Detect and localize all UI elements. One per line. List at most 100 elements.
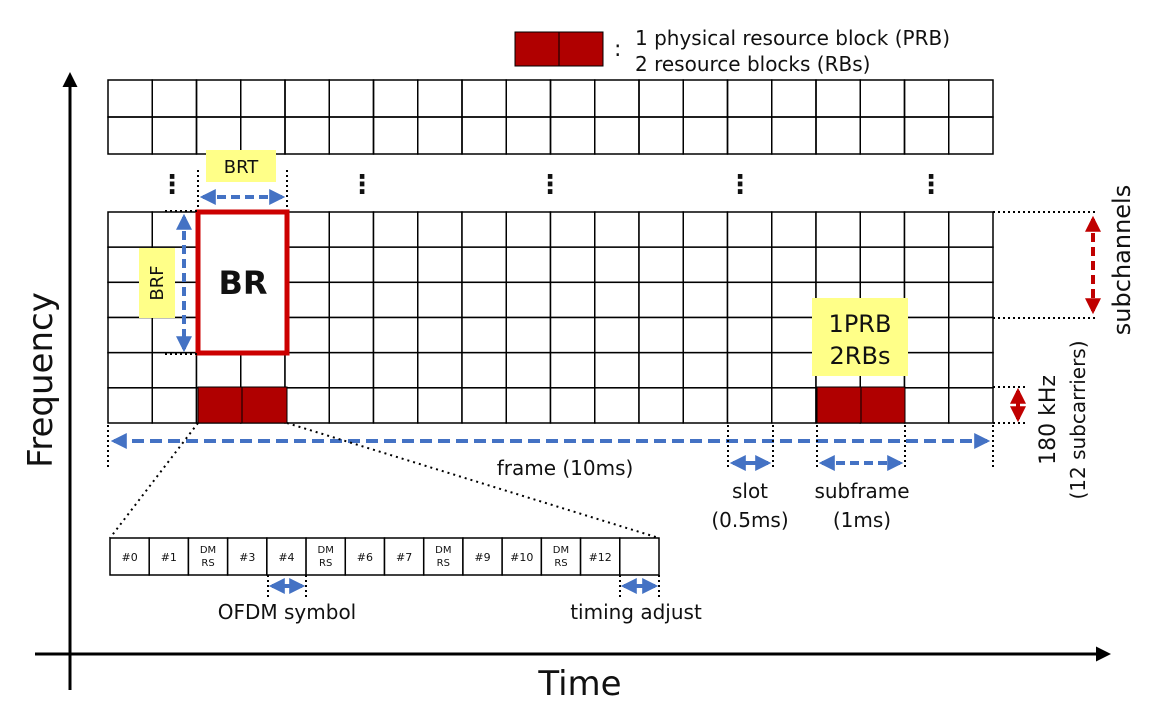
ofdm-symbol-cell [305,537,347,576]
main-grid-cell [284,211,330,248]
legend-colon: : [614,37,621,62]
khz-label: 180 kHz [1036,375,1061,465]
main-grid-cell [726,246,773,284]
main-grid-cell [505,281,552,319]
ofdm-symbol-label: #1 [161,551,177,564]
main-grid-cell [726,387,773,424]
main-grid-cell [594,387,640,424]
main-grid-cell [417,351,463,389]
top-grid-cell [638,116,684,155]
top-grid-cell [549,79,596,118]
main-grid-cell [682,316,729,354]
main-grid-cell [549,316,596,354]
ofdm-symbol-label: #10 [510,551,533,564]
top-grid-cell [726,116,773,155]
ofdm-symbol-label: #7 [396,551,412,564]
prb-callout: 1PRB 2RBs [812,298,908,376]
brf-highlight [139,248,175,318]
main-grid-cell [417,211,463,248]
top-grid-cell [726,79,773,118]
main-grid-cell [461,387,507,424]
main-grid-cell [726,211,773,248]
main-grid-cell [505,246,552,284]
main-grid-cell [948,211,994,248]
main-grid-cell [638,351,684,389]
main-grid-cell [726,316,773,354]
main-grid-cell [682,246,729,284]
top-grid-cell [240,79,286,118]
prb-block-1-left [197,386,243,424]
main-grid-cell [328,316,375,354]
main-grid-cell [107,211,153,248]
main-grid-cell [505,316,552,354]
main-grid-cell [549,387,596,424]
main-grid-cell [594,246,640,284]
top-grid-cell [372,79,419,118]
brf-annotation: BRF [139,210,198,355]
x-axis-label: Time [537,664,621,704]
main-grid-cell [815,246,861,284]
prb-callout-line-1: 1PRB [829,310,892,338]
main-grid-cell [948,281,994,319]
ofdm-symbol-label: DM [318,545,334,556]
main-grid-cell [903,316,950,354]
top-grid-cell [195,79,242,118]
top-grid-cell [859,116,906,155]
main-grid-cell [372,316,419,354]
top-grid-cell [151,116,198,155]
subchannels-label: subchannels [1108,185,1136,335]
top-grid-cell [903,79,950,118]
top-grid-cell [594,116,640,155]
main-grid-cell [903,351,950,389]
main-grid-cell [284,351,330,389]
main-grid-cell [151,351,198,389]
main-grid-cell [328,387,375,424]
main-grid-cell [771,316,817,354]
main-grid-cell [284,387,330,424]
main-grid-cell [948,316,994,354]
main-grid-cell [328,351,375,389]
subframe-label-1: subframe [814,479,909,503]
zoom-line-right [286,422,660,539]
main-grid-cell [594,351,640,389]
main-grid-cell [505,387,552,424]
main-grid-cell [771,211,817,248]
top-grid-cell [815,79,861,118]
main-grid-cell [594,281,640,319]
main-grid-cell [682,211,729,248]
main-grid-cell [682,387,729,424]
main-grid-cell [948,246,994,284]
main-grid-cell [549,246,596,284]
timing-annotation: timing adjust [570,575,702,624]
top-grid-cell [771,116,817,155]
top-grid-cell [195,116,242,155]
top-grid-cell [903,116,950,155]
top-grid-cell [638,79,684,118]
top-grid-cell [505,116,552,155]
top-grid-cell [682,79,729,118]
top-grid-cell [107,116,153,155]
subcarriers-label: (12 subcarriers) [1066,340,1090,499]
main-grid-cell [284,316,330,354]
main-grid-cell [505,211,552,248]
top-grid-cell [948,79,994,118]
main-grid-cell [638,246,684,284]
ofdm-symbol-label: DM [553,545,569,556]
axes: Frequency Time [21,72,1111,704]
main-grid-cell [328,211,375,248]
subframe-annotation: subframe (1ms) [814,425,910,532]
main-grid-cell [815,211,861,248]
top-grid-cell [417,79,463,118]
main-grid-cell [771,281,817,319]
ofdm-symbol-label: #3 [239,551,255,564]
prb-block-2-left [816,386,862,424]
main-grid-cell [505,351,552,389]
top-grid-cell [549,116,596,155]
ofdm-symbol-label: DM [200,545,216,556]
ofdm-symbol-cell [344,537,386,576]
slot-annotation: slot (0.5ms) [711,425,789,532]
subframe-label-2: (1ms) [833,508,891,532]
main-grid-cell [771,387,817,424]
ellipsis-dots: ⋮ [537,170,563,200]
